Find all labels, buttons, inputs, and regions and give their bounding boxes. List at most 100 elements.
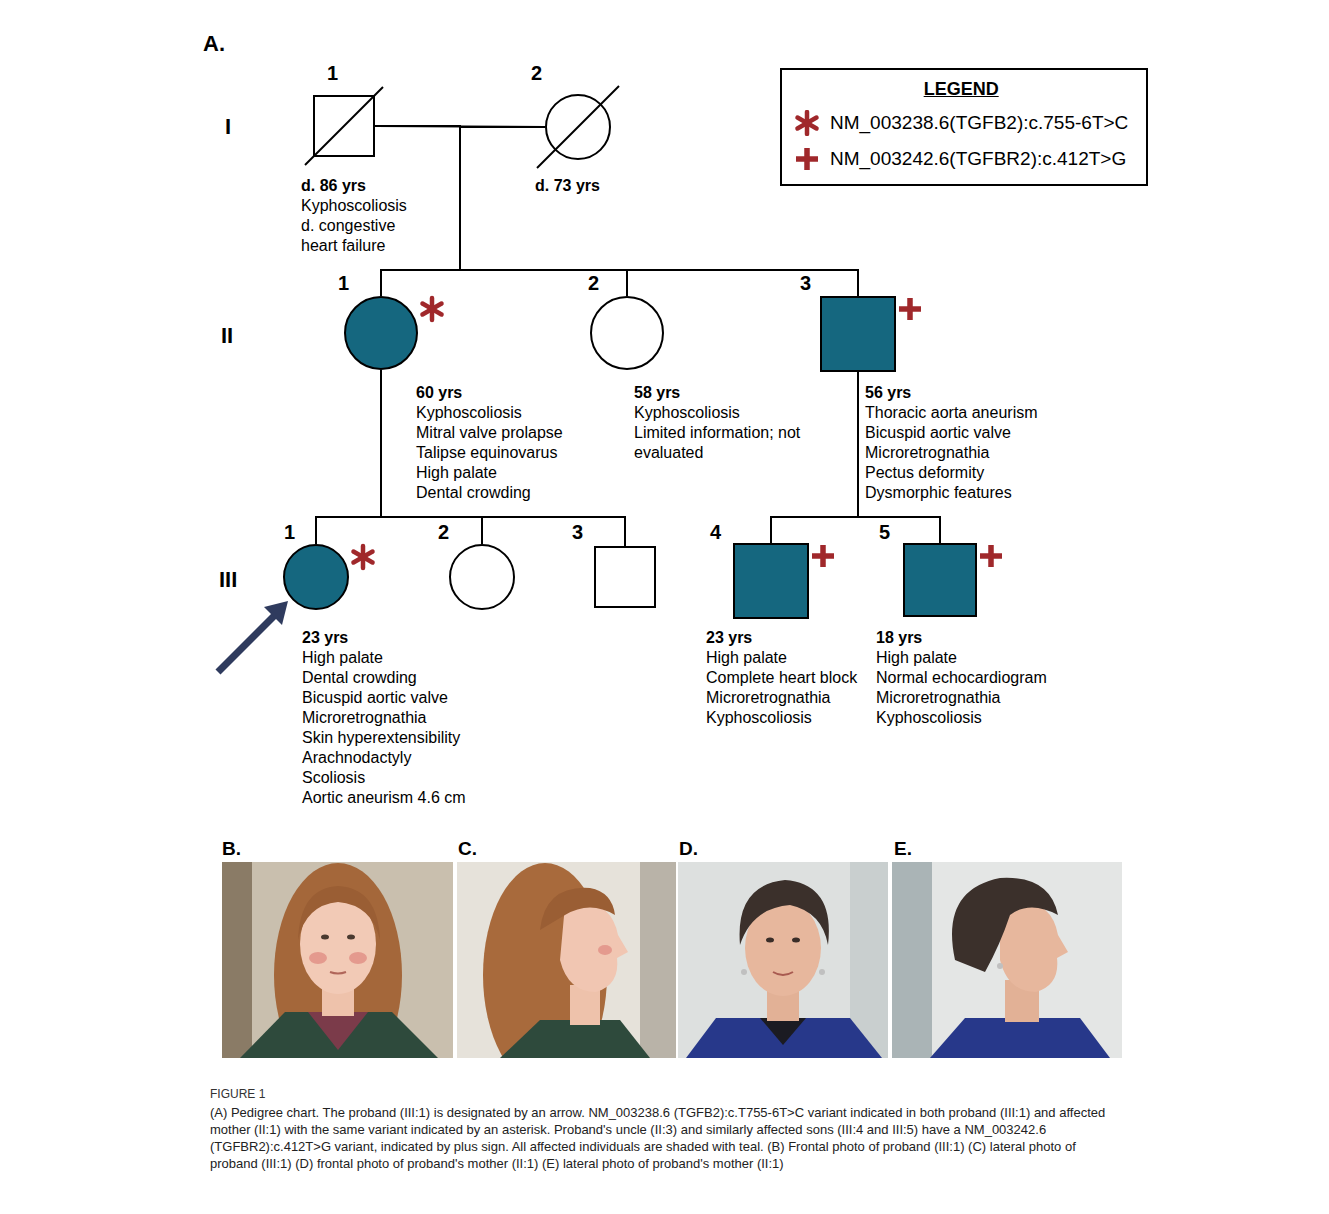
phenotype-label: Pectus deformity <box>865 463 1038 483</box>
phenotype-label: Kyphoscoliosis <box>634 403 814 423</box>
neckline <box>760 1018 806 1045</box>
photo-door <box>892 862 932 1058</box>
proband-arrow <box>218 615 275 672</box>
phenotype-label: Microretrognathia <box>876 688 1047 708</box>
photo-frontal-proband <box>222 862 453 1058</box>
phenotype-label: Complete heart block <box>706 668 857 688</box>
square-outline <box>821 297 895 371</box>
phenotype-label: Dysmorphic features <box>865 483 1038 503</box>
phenotype-label: Arachnodactyly <box>302 748 466 768</box>
legend-symbol <box>794 146 820 172</box>
asterisk-mark <box>422 304 441 315</box>
female-circle: 258 yrsKyphoscoliosisLimited information… <box>590 296 664 370</box>
variant-mark <box>422 298 441 320</box>
asterisk-mark <box>797 118 816 129</box>
individual-symbol <box>313 95 375 157</box>
age-label: 18 yrs <box>876 628 1047 648</box>
square-outline <box>904 544 976 616</box>
figure-number: FIGURE 1 <box>210 1086 265 1102</box>
phenotype-label: Normal echocardiogram <box>876 668 1047 688</box>
hair-top <box>298 886 380 940</box>
photo-background <box>892 862 1122 1058</box>
blue-top <box>686 1018 882 1058</box>
generation-label: III <box>219 567 237 593</box>
age-label: 60 yrs <box>416 383 563 403</box>
circle-outline <box>284 545 348 609</box>
asterisk-mark <box>353 552 372 563</box>
photo-frontal-mother <box>678 862 888 1058</box>
age-label: 56 yrs <box>865 383 1038 403</box>
individual-symbol <box>545 94 611 160</box>
mouth <box>330 972 346 974</box>
shirt <box>500 1020 650 1058</box>
phenotype-label: Aortic aneurism 4.6 cm <box>302 788 466 808</box>
phenotype-label: Microretrognathia <box>706 688 857 708</box>
phenotype-label: High palate <box>416 463 563 483</box>
age-label: d. 86 yrs <box>301 176 431 196</box>
individual-number: 2 <box>531 62 542 84</box>
photo-background <box>222 862 453 1058</box>
phenotype-label: High palate <box>876 648 1047 668</box>
age-label: d. 73 yrs <box>535 176 600 196</box>
individual-symbol <box>903 543 977 617</box>
individual-symbol <box>590 296 664 370</box>
generation-label: II <box>221 323 233 349</box>
phenotype-label: Dental crowding <box>416 483 563 503</box>
legend-text: NM_003238.6(TGFB2):c.755-6T>C <box>830 112 1128 134</box>
phenotype-label: Talipse equinovarus <box>416 443 563 463</box>
phenotype-label: High palate <box>706 648 857 668</box>
age-label: 23 yrs <box>706 628 857 648</box>
circle-outline <box>450 545 514 609</box>
shirt <box>240 1012 438 1058</box>
earring <box>741 969 747 975</box>
plus-mark <box>907 298 913 320</box>
individual-number: 1 <box>284 521 295 543</box>
phenotype-label: Limited information; not evaluated <box>634 423 814 463</box>
descent-line <box>316 370 381 544</box>
circle-outline <box>591 297 663 369</box>
individual-number: 3 <box>572 521 583 543</box>
phenotype-label: Kyphoscoliosis <box>301 196 431 216</box>
phenotype-label: Thoracic aorta aneurism <box>865 403 1038 423</box>
face-profile <box>1000 902 1068 992</box>
deceased-slash <box>537 86 619 168</box>
variant-mark <box>899 298 921 320</box>
photo-wall <box>640 862 676 1058</box>
cheek <box>598 945 612 955</box>
phenotype-label: Kyphoscoliosis <box>706 708 857 728</box>
individual-symbol <box>283 544 349 610</box>
tshirt <box>308 1012 368 1050</box>
cheek <box>309 952 327 964</box>
individual-number: 2 <box>438 521 449 543</box>
panel-label: E. <box>894 837 912 860</box>
individual-number: 2 <box>588 272 599 294</box>
individual-number: 1 <box>338 272 349 294</box>
variant-mark <box>980 545 1002 567</box>
age-label: 58 yrs <box>634 383 814 403</box>
blue-top <box>930 1018 1110 1058</box>
phenotype-label: Mitral valve prolapse <box>416 423 563 443</box>
phenotype-label: High palate <box>302 648 466 668</box>
legend-box: LEGENDNM_003238.6(TGFB2):c.755-6T>CNM_00… <box>780 68 1148 186</box>
age-label: 23 yrs <box>302 628 466 648</box>
photo-door <box>222 862 252 1058</box>
panel-label: B. <box>222 837 241 860</box>
deceased-slash <box>305 87 383 165</box>
phenotype-label: Microretrognathia <box>865 443 1038 463</box>
photo-lateral-mother <box>892 862 1122 1058</box>
male-square: 518 yrsHigh palateNormal echocardiogramM… <box>903 543 977 617</box>
phenotype-label: Kyphoscoliosis <box>416 403 563 423</box>
square-outline <box>734 544 808 618</box>
eye <box>321 935 329 940</box>
variant-mark <box>812 545 834 567</box>
female-circle: 123 yrsHigh palateDental crowdingBicuspi… <box>283 544 349 610</box>
female-circle: 2d. 73 yrs <box>545 94 611 160</box>
earring <box>997 963 1003 969</box>
panel-label: C. <box>458 837 477 860</box>
individual-symbol <box>733 543 809 619</box>
phenotype-label: Skin hyperextensibility <box>302 728 466 748</box>
plus-mark <box>820 545 826 567</box>
plus-mark <box>804 148 810 170</box>
asterisk-mark <box>797 118 816 129</box>
asterisk-mark <box>353 552 372 563</box>
